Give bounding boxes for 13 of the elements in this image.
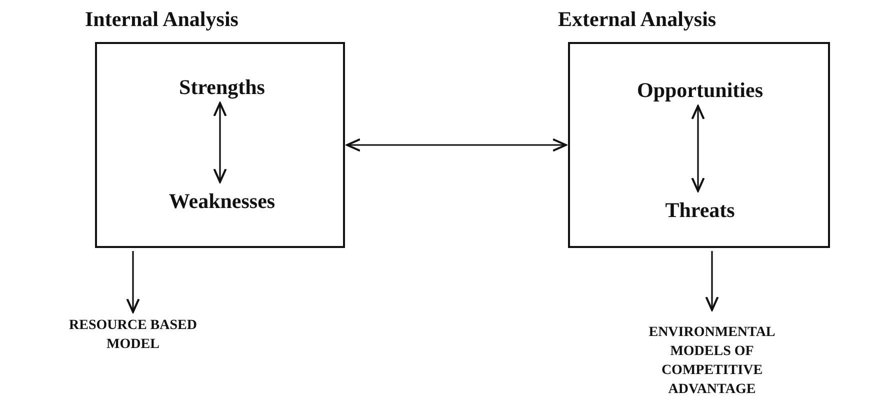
factor-label: Threats xyxy=(665,198,735,222)
factor-label: Opportunities xyxy=(636,78,764,102)
factor-label: Weaknesses xyxy=(168,188,276,214)
double-arrow xyxy=(213,102,227,183)
outcome-label: RESOURCE BASED MODEL xyxy=(68,317,198,354)
double-arrow xyxy=(346,138,567,152)
factor-label: Strengths xyxy=(179,74,265,100)
box-heading: External Analysis xyxy=(558,7,716,32)
box-heading: Internal Analysis xyxy=(85,7,238,32)
arrow xyxy=(126,251,140,313)
arrow xyxy=(705,251,719,311)
outcome-label: ENVIRONMENTAL MODELS OF COMPETITIVE ADVANTAGE xyxy=(648,324,776,399)
double-arrow xyxy=(691,105,705,192)
